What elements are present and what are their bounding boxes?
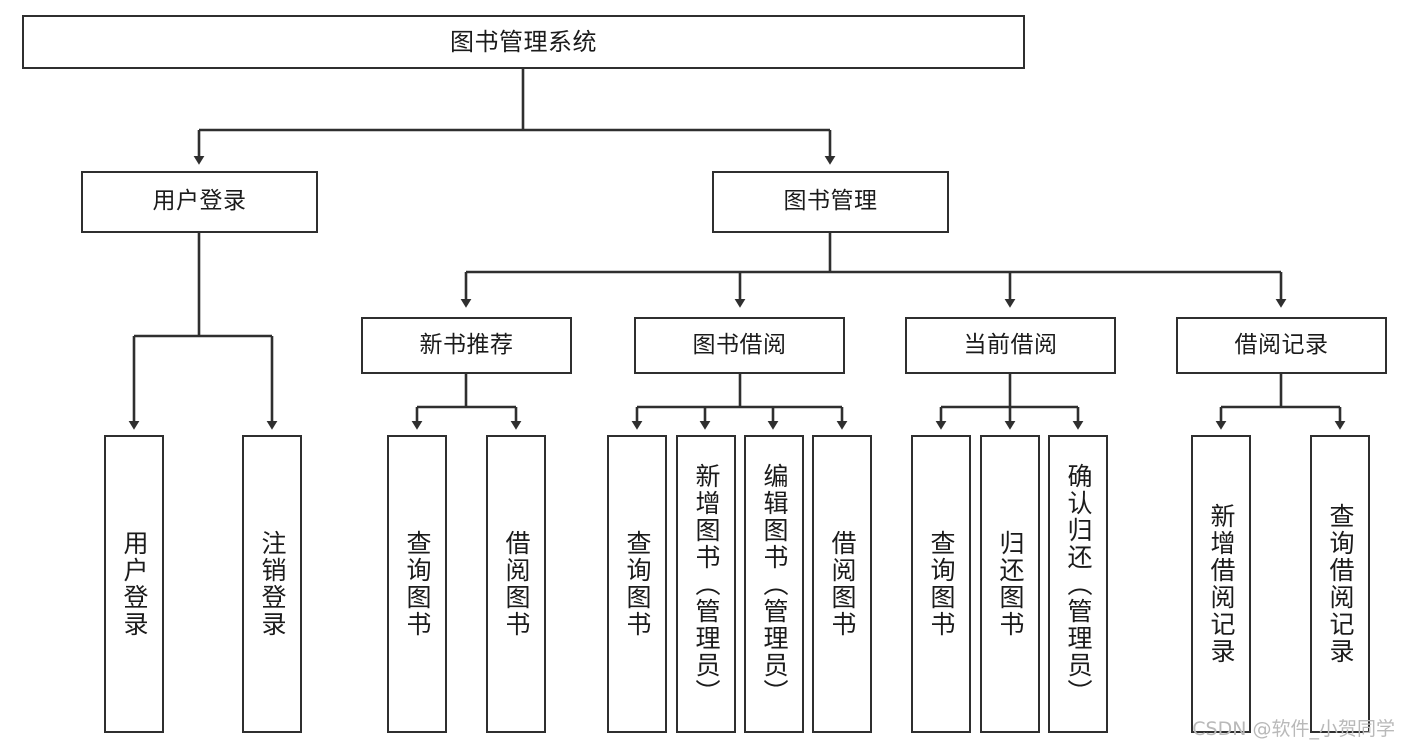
node-book-borrow[interactable]: 图书借阅 <box>634 317 845 374</box>
node-borrow-record[interactable]: 借阅记录 <box>1176 317 1387 374</box>
node-user-login-label: 用户登录 <box>152 188 247 215</box>
leaf-borrow-book-2-label: 借阅图书 <box>828 530 857 638</box>
node-book-borrow-label: 图书借阅 <box>692 331 787 358</box>
leaf-add-borrow-record[interactable]: 新增借阅记录 <box>1191 435 1251 733</box>
node-book-management-label: 图书管理 <box>783 188 878 215</box>
leaf-borrow-book-1[interactable]: 借阅图书 <box>486 435 546 733</box>
node-current-borrow[interactable]: 当前借阅 <box>905 317 1116 374</box>
leaf-user-logout-label: 注销登录 <box>258 530 287 638</box>
leaf-query-book-1[interactable]: 查询图书 <box>387 435 447 733</box>
node-user-login[interactable]: 用户登录 <box>81 171 318 233</box>
leaf-user-login[interactable]: 用户登录 <box>104 435 164 733</box>
node-book-management[interactable]: 图书管理 <box>712 171 949 233</box>
leaf-query-book-2-label: 查询图书 <box>623 530 652 638</box>
node-root[interactable]: 图书管理系统 <box>22 15 1025 69</box>
node-current-borrow-label: 当前借阅 <box>963 331 1058 358</box>
leaf-borrow-book-2[interactable]: 借阅图书 <box>812 435 872 733</box>
leaf-query-borrow-record[interactable]: 查询借阅记录 <box>1310 435 1370 733</box>
leaf-add-book-admin-label: 新增图书（管理员） <box>692 462 721 706</box>
leaf-query-book-2[interactable]: 查询图书 <box>607 435 667 733</box>
leaf-edit-book-admin-label: 编辑图书（管理员） <box>760 462 789 706</box>
leaf-query-borrow-record-label: 查询借阅记录 <box>1326 503 1355 665</box>
leaf-return-book-label: 归还图书 <box>996 530 1025 638</box>
leaf-user-login-label: 用户登录 <box>120 530 149 638</box>
leaf-query-book-1-label: 查询图书 <box>403 530 432 638</box>
leaf-return-book[interactable]: 归还图书 <box>980 435 1040 733</box>
leaf-borrow-book-1-label: 借阅图书 <box>502 530 531 638</box>
leaf-confirm-return-admin[interactable]: 确认归还（管理员） <box>1048 435 1108 733</box>
leaf-query-book-3[interactable]: 查询图书 <box>911 435 971 733</box>
node-new-book-recommend-label: 新书推荐 <box>419 331 514 358</box>
leaf-confirm-return-admin-label: 确认归还（管理员） <box>1064 462 1093 706</box>
leaf-edit-book-admin[interactable]: 编辑图书（管理员） <box>744 435 804 733</box>
node-root-label: 图书管理系统 <box>450 27 597 56</box>
node-borrow-record-label: 借阅记录 <box>1234 331 1329 358</box>
leaf-user-logout[interactable]: 注销登录 <box>242 435 302 733</box>
leaf-add-borrow-record-label: 新增借阅记录 <box>1207 503 1236 665</box>
node-new-book-recommend[interactable]: 新书推荐 <box>361 317 572 374</box>
leaf-add-book-admin[interactable]: 新增图书（管理员） <box>676 435 736 733</box>
leaf-query-book-3-label: 查询图书 <box>927 530 956 638</box>
csdn-watermark: CSDN @软件_小贺同学 <box>1192 718 1395 740</box>
